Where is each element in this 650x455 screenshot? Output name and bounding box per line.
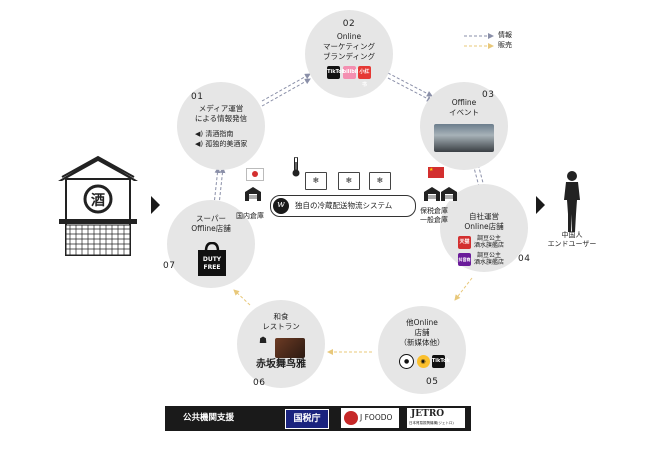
logistics-system-bar: w 独自の冷蔵配送物流システム <box>270 195 416 217</box>
xiaohongshu-icon: 小红书 <box>357 66 371 88</box>
tiktok-icon: TikTok <box>327 66 345 79</box>
node-01-sub2: 孤独的美酒家 <box>205 140 248 148</box>
app-circle-icon: ● <box>399 354 415 369</box>
node-05-line3: （新媒体他） <box>399 338 445 347</box>
node-03-offline-event: 03 Offline イベント <box>420 82 508 170</box>
china-flag-icon: ★ <box>428 167 444 178</box>
tmall-icon: 天猫 <box>458 236 471 249</box>
arrow-into-cycle <box>151 196 160 214</box>
node-05-other-online: 他Online 店舗 （新媒体他） ● ◉ TikTok <box>378 306 466 394</box>
japan-flag-icon <box>246 168 264 181</box>
node-04-shop1-b: 酒水旗艦店 <box>474 242 505 249</box>
cold-box-icon-3: ❄ <box>369 172 391 190</box>
node-04-line2: Online店舗 <box>464 222 504 231</box>
node-01-line2: による情報発信 <box>194 114 248 123</box>
node-06-line2: レストラン <box>262 322 300 331</box>
cold-box-icon-2: ❄ <box>338 172 360 190</box>
jetro-sub-label: 日本貿易振興機構(ジェトロ) <box>409 421 454 425</box>
node-07-supermarket: スーパー Offline店舗 DUTY FREE <box>167 200 255 288</box>
node-03-number: 03 <box>482 90 495 100</box>
enduser-silhouette-icon <box>560 170 584 234</box>
restaurant-signage: 赤坂舞鸟雅 <box>256 359 306 370</box>
node-06-line1: 和食 <box>273 312 289 321</box>
node-04-shop2-b: 酒水旗艦店 <box>474 259 505 266</box>
info-arrow-07-01 <box>213 167 221 206</box>
event-photo <box>434 124 494 152</box>
domestic-warehouse-label: 国内倉庫 <box>236 212 264 220</box>
speaker-icon: ◀) <box>195 140 204 148</box>
jfoodo-label: J FOODO <box>360 413 393 422</box>
node-04-shop2-a: 調豆公主 <box>477 252 502 259</box>
info-arrow-01-02 <box>261 73 311 102</box>
restaurant-emblem-icon: ☗ <box>258 336 268 346</box>
node-02-line3: ブランディング <box>323 52 375 61</box>
node-02-line2: マーケティング <box>323 42 375 51</box>
enduser-label-2: エンドユーザー <box>547 240 597 248</box>
node-05-number: 05 <box>426 377 439 387</box>
footer-support-bar: 公共機関支援 国税庁 J FOODO JETRO 日本貿易振興機構(ジェトロ) <box>165 406 471 431</box>
duty-label: DUTY <box>202 256 222 263</box>
info-arrow-01-02b <box>261 78 311 107</box>
node-03-line2: イベント <box>449 108 479 117</box>
bilibili-icon: bilibili <box>342 66 360 79</box>
duty-free-bag-icon <box>197 241 227 276</box>
node-01-line1: メディア運営 <box>198 104 244 113</box>
node-07-number: 07 <box>163 261 176 271</box>
jfoodo-red-circle-icon <box>344 411 358 425</box>
free-label: FREE <box>203 264 221 271</box>
general-warehouse-label: 一般倉庫 <box>420 216 448 224</box>
warehouse-cn-icon-1 <box>424 186 440 201</box>
info-arrow-02-03 <box>387 72 433 97</box>
node-02-number: 02 <box>342 19 356 29</box>
warehouse-cn-icon-2 <box>441 186 457 201</box>
footer-support-label: 公共機関支援 <box>183 413 235 423</box>
node-04-number: 04 <box>518 254 531 264</box>
node-02-online-marketing: 02 Online マーケティング ブランディング TikTok bilibil… <box>305 10 393 98</box>
node-05-line1: 他Online <box>406 318 438 327</box>
jetro-logo: JETRO 日本貿易振興機構(ジェトロ) <box>407 408 465 428</box>
cold-box-icon-1: ❄ <box>305 172 327 190</box>
info-arrow-02-03b <box>387 77 433 102</box>
legend-info-label: 情報 <box>498 31 512 39</box>
jfoodo-logo: J FOODO <box>341 408 399 428</box>
node-01-sub1: 清酒指南 <box>205 130 234 138</box>
node-05-line2: 店舗 <box>414 328 430 337</box>
node-07-line1: スーパー <box>196 214 226 223</box>
logistics-system-label: 独自の冷蔵配送物流システム <box>295 201 393 210</box>
sake-kanji: 酒 <box>91 193 105 209</box>
speaker-icon: ◀) <box>195 130 204 138</box>
warehouse-jp-icon <box>245 186 261 201</box>
jetro-label: JETRO <box>411 409 445 419</box>
node-06-japanese-restaurant: 和食 レストラン ☗ 赤坂舞鸟雅 <box>237 300 325 388</box>
tiktok-icon: TikTok <box>431 355 450 368</box>
node-03-line1: Offline <box>451 98 477 107</box>
info-arrow-07-01b <box>218 167 226 206</box>
sake-storehouse-icon <box>56 153 140 257</box>
node-04-line1: 自社運営 <box>469 212 499 221</box>
node-02-line1: Online <box>336 32 362 41</box>
node-01-number: 01 <box>191 92 204 102</box>
sales-arrow-06-07 <box>233 289 251 306</box>
bonded-warehouse-label: 保税倉庫 <box>420 207 448 215</box>
app-yellow-icon: ◉ <box>416 355 430 368</box>
enduser-label-1: 中国人 <box>561 231 583 239</box>
douyin-mall-icon: 抖音商城 <box>458 253 471 275</box>
sales-arrow-04-05 <box>454 277 473 301</box>
node-01-media: 01 メディア運営 による情報発信 ◀) 清酒指南 ◀) 孤独的美酒家 <box>177 82 265 170</box>
node-06-number: 06 <box>253 378 266 388</box>
thermometer-icon <box>292 156 300 177</box>
node-07-line2: Offline店舗 <box>191 224 231 233</box>
node-04-shop1-a: 調豆公主 <box>477 235 502 242</box>
arrow-to-enduser <box>536 196 545 214</box>
nta-logo: 国税庁 <box>285 409 329 429</box>
legend-sales-label: 販売 <box>498 41 512 49</box>
restaurant-photo <box>275 338 305 358</box>
company-logo-icon: w <box>273 198 289 214</box>
